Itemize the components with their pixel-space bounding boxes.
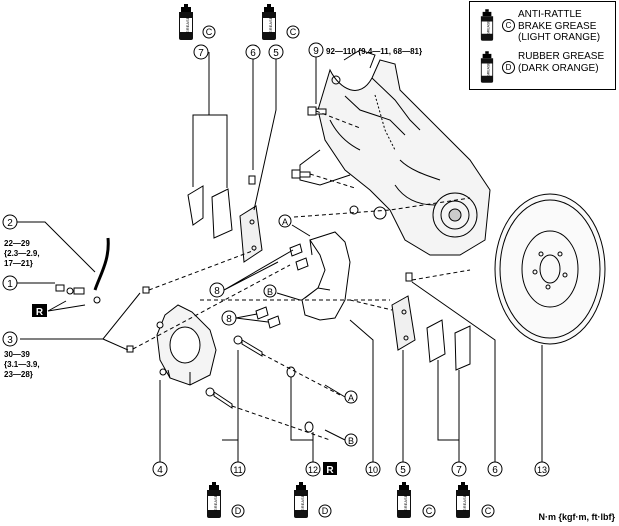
svg-text:A: A <box>348 393 354 403</box>
ref-B-bottom: B <box>344 433 358 447</box>
svg-text:6: 6 <box>492 465 498 476</box>
grease-can-top-7: C <box>179 4 216 40</box>
torque-spec-1-line2: {2.3—2.9, <box>4 249 40 258</box>
callout-6-bottom: 6 <box>487 461 503 477</box>
knuckle-bolt-lower <box>291 169 311 179</box>
legend-entry-d: D RUBBER GREASE (DARK ORANGE) <box>470 48 615 88</box>
callout-5-bottom: 5 <box>395 461 411 477</box>
brake-pad-top <box>239 205 263 263</box>
legend-code-d: D <box>502 61 515 74</box>
svg-text:11: 11 <box>233 465 242 475</box>
leader-lines <box>17 52 543 462</box>
legend-text-c: ANTI-RATTLE BRAKE GREASE (LIGHT ORANGE) <box>518 9 601 43</box>
wear-indicator-bottom <box>405 272 413 282</box>
callout-4: 4 <box>152 461 168 477</box>
callout-7-bottom: 7 <box>451 461 467 477</box>
callout-7-top: 7 <box>193 44 209 60</box>
callout-8-upper: 8 <box>209 282 225 298</box>
caliper-bracket <box>301 231 351 321</box>
grease-can-bottom-7: C <box>456 482 495 518</box>
svg-text:A: A <box>282 217 288 227</box>
svg-text:D: D <box>235 506 242 516</box>
svg-text:3: 3 <box>7 335 13 346</box>
brake-hose <box>93 237 110 291</box>
shims-bottom <box>426 319 471 371</box>
callout-11: 11 <box>230 461 246 477</box>
svg-text:C: C <box>485 506 492 516</box>
guide-pin-upper <box>233 335 263 357</box>
svg-text:2: 2 <box>7 218 13 229</box>
ref-A-bottom: A <box>344 390 358 404</box>
callout-9: 9 <box>308 42 324 58</box>
svg-text:13: 13 <box>537 465 547 475</box>
svg-text:8: 8 <box>214 286 220 297</box>
torque-spec-1-line3: 17—21} <box>4 259 33 268</box>
ref-A-top: A <box>278 214 292 228</box>
svg-text:10: 10 <box>368 465 378 475</box>
callout-1: 1 <box>2 275 18 291</box>
callout-13: 13 <box>534 461 550 477</box>
grease-can-bottom-4: D <box>207 482 245 518</box>
grease-can-top-6: C <box>262 4 300 40</box>
torque-spec-1-line1: 22—29 <box>4 239 30 248</box>
brake-disc <box>494 193 606 345</box>
svg-text:B: B <box>348 436 354 446</box>
legend-text-d: RUBBER GREASE (DARK ORANGE) <box>518 51 605 74</box>
caliper-body <box>156 304 217 386</box>
grease-can-bottom-12: D <box>294 482 332 518</box>
svg-text:R: R <box>36 307 44 318</box>
outer-shim-top <box>187 185 233 239</box>
torque-spec-3-line1: 30—39 <box>4 350 30 359</box>
grease-legend: C ANTI-RATTLE BRAKE GREASE (LIGHT ORANGE… <box>469 1 616 90</box>
brake-pad-bottom <box>391 295 416 351</box>
grease-code-top-6: C <box>290 27 297 37</box>
ref-B-top: B <box>263 284 277 298</box>
legend-code-c: C <box>502 19 515 32</box>
callout-2: 2 <box>2 214 18 230</box>
svg-text:B: B <box>267 287 273 297</box>
svg-text:D: D <box>322 506 329 516</box>
pad-clips-lower <box>255 306 281 329</box>
torque-spec-9: 92—110 {9.4—11, 68—81} <box>326 47 422 56</box>
callout-3: 3 <box>2 331 18 347</box>
svg-text:1: 1 <box>7 279 13 290</box>
assembly-dashed-lines <box>132 110 471 441</box>
svg-text:R: R <box>326 465 334 476</box>
svg-text:C: C <box>426 506 433 516</box>
torque-spec-3-line3: 23—28} <box>4 370 33 379</box>
callout-8-lower: 8 <box>221 310 237 326</box>
grease-code-top-7: C <box>206 27 213 37</box>
svg-text:9: 9 <box>313 46 319 57</box>
grease-can-bottom-5: C <box>397 482 436 518</box>
boot-upper <box>286 366 296 378</box>
callout-5-top: 5 <box>268 44 284 60</box>
svg-text:12: 12 <box>308 465 318 475</box>
grease-can-icon <box>480 51 494 83</box>
legend-entry-c: C ANTI-RATTLE BRAKE GREASE (LIGHT ORANGE… <box>470 6 615 46</box>
pad-clips-upper <box>289 243 309 271</box>
svg-text:5: 5 <box>400 465 406 476</box>
hose-fitting <box>55 284 101 304</box>
svg-text:6: 6 <box>250 48 256 59</box>
units-note: N·m {kgf·m, ft·lbf} <box>538 512 616 522</box>
grease-can-icon <box>480 9 494 41</box>
svg-text:7: 7 <box>456 465 462 476</box>
torque-spec-3-line2: {3.1—3.9, <box>4 360 40 369</box>
svg-text:5: 5 <box>273 48 279 59</box>
svg-text:4: 4 <box>157 465 163 476</box>
guide-pin-lower <box>205 387 233 409</box>
replace-mark-bottom: R <box>323 462 337 476</box>
boot-lower <box>304 421 314 433</box>
svg-text:8: 8 <box>226 314 232 325</box>
svg-text:7: 7 <box>198 48 204 59</box>
callout-12: 12 <box>305 461 321 477</box>
replace-mark-left: R <box>32 304 47 318</box>
steering-knuckle <box>299 49 491 256</box>
wear-indicator-top <box>248 175 256 185</box>
callout-6-top: 6 <box>245 44 261 60</box>
callout-10: 10 <box>365 461 381 477</box>
